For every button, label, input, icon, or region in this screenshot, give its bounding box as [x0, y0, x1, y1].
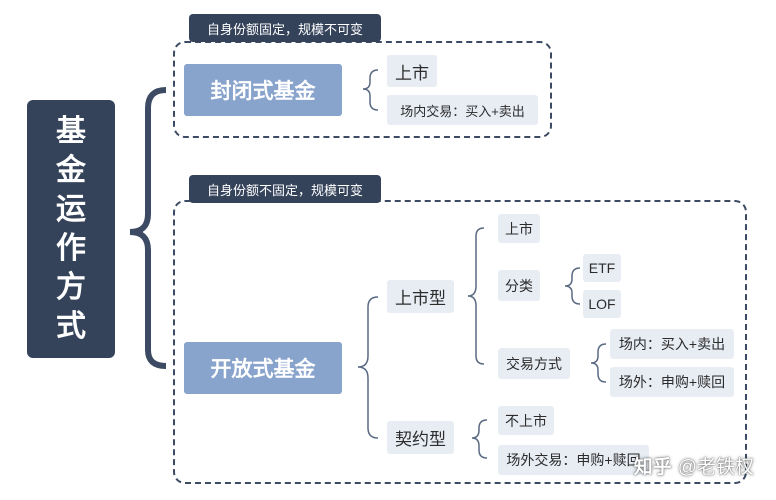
listed-brace — [467, 227, 485, 365]
category-node: 分类 — [498, 270, 540, 301]
root-label: 基金运作方式 — [56, 115, 86, 343]
closed-fund-trading: 场内交易：买入+卖出 — [387, 95, 538, 125]
root-brace — [129, 87, 167, 369]
closed-fund-trading-text: 场内交易：买入+卖出 — [400, 103, 525, 119]
watermark-handle: @老铁杈 — [677, 457, 754, 478]
trading-method-node: 交易方式 — [498, 348, 570, 379]
trading-off-exchange: 场外：申购+赎回 — [610, 367, 734, 397]
trading-brace — [590, 343, 607, 383]
closed-fund-listing: 上市 — [387, 55, 437, 87]
trading-on-exchange-text: 场内：买入+卖出 — [618, 336, 726, 352]
root-node: 基金运作方式 — [27, 100, 115, 358]
open-fund-tag: 自身份额不固定，规模可变 — [189, 175, 381, 203]
open-brace — [357, 296, 379, 439]
watermark: 知乎@老铁杈 — [634, 452, 754, 479]
contract-brace — [471, 419, 488, 459]
category-etf-text: ETF — [588, 260, 616, 276]
closed-fund-node: 封闭式基金 — [184, 64, 342, 116]
listed-type-label: 上市型 — [395, 289, 446, 308]
listed-type-node: 上市型 — [387, 280, 454, 313]
closed-fund-tag-text: 自身份额固定，规模不可变 — [206, 21, 363, 37]
open-fund-tag-text: 自身份额不固定，规模可变 — [206, 182, 363, 198]
contract-off-exchange: 场外交易：申购+赎回 — [498, 445, 649, 475]
trading-off-exchange-text: 场外：申购+赎回 — [618, 374, 726, 390]
category-etf: ETF — [583, 254, 621, 282]
contract-type-label: 契约型 — [395, 430, 446, 449]
open-fund-node: 开放式基金 — [184, 342, 342, 394]
category-lof: LOF — [583, 290, 621, 318]
contract-unlisted: 不上市 — [498, 406, 554, 435]
contract-off-exchange-text: 场外交易：申购+赎回 — [506, 452, 641, 468]
listed-listing-text: 上市 — [505, 220, 533, 237]
category-label: 分类 — [505, 277, 533, 294]
trading-method-label: 交易方式 — [506, 355, 562, 372]
open-fund-group — [173, 200, 747, 484]
watermark-brand: 知乎 — [633, 457, 672, 478]
listed-listing: 上市 — [498, 214, 540, 243]
contract-type-node: 契约型 — [387, 421, 454, 454]
category-brace — [564, 267, 581, 305]
closed-fund-label: 封闭式基金 — [210, 80, 316, 103]
closed-brace — [362, 69, 379, 111]
contract-unlisted-text: 不上市 — [505, 412, 547, 429]
closed-fund-tag: 自身份额固定，规模不可变 — [189, 14, 381, 42]
closed-fund-listing-text: 上市 — [395, 63, 429, 83]
closed-fund-group — [173, 41, 552, 138]
trading-on-exchange: 场内：买入+卖出 — [610, 329, 734, 359]
open-fund-label: 开放式基金 — [210, 358, 316, 381]
category-lof-text: LOF — [588, 296, 616, 312]
